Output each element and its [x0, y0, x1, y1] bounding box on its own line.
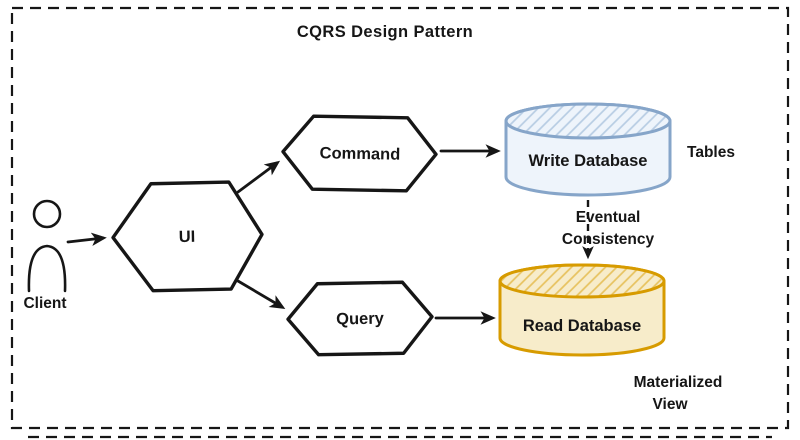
- query-label: Query: [336, 310, 385, 329]
- materialized-view-line1: Materialized: [634, 374, 723, 391]
- diagram-title: CQRS Design Pattern: [297, 23, 473, 41]
- write-database-label: Write Database: [529, 152, 648, 170]
- client-head-icon: [32, 199, 62, 229]
- eventual-consistency-label: Eventual Consistency: [562, 209, 655, 248]
- client-label: Client: [23, 295, 66, 312]
- command-hexagon: [281, 114, 438, 193]
- ui-node: UI: [111, 180, 264, 293]
- arrow-client-to-ui: [66, 232, 107, 247]
- tables-label: Tables: [687, 144, 735, 161]
- ui-label: UI: [179, 228, 196, 246]
- eventual-consistency-line1: Eventual: [576, 209, 641, 226]
- client-body-icon: [27, 244, 67, 293]
- command-node: Command: [281, 114, 438, 193]
- diagram-border: [10, 6, 790, 430]
- read-database-cylinder-top: [498, 263, 666, 299]
- arrow-ui-to-command: [236, 160, 281, 194]
- command-label: Command: [319, 144, 400, 163]
- read-database-node: Read Database: [498, 263, 666, 357]
- query-hexagon: [286, 280, 434, 357]
- arrow-ui-to-query: [236, 279, 286, 309]
- materialized-view-label: Materialized View: [634, 374, 723, 413]
- client-figure: Client: [23, 199, 67, 312]
- query-node: Query: [286, 280, 434, 357]
- write-database-node: Write Database: [504, 102, 672, 197]
- read-database-label: Read Database: [523, 317, 641, 335]
- write-database-cylinder-top: [504, 102, 672, 140]
- materialized-view-line2: View: [652, 396, 688, 413]
- eventual-consistency-line2: Consistency: [562, 231, 655, 248]
- ui-hexagon: [111, 180, 264, 293]
